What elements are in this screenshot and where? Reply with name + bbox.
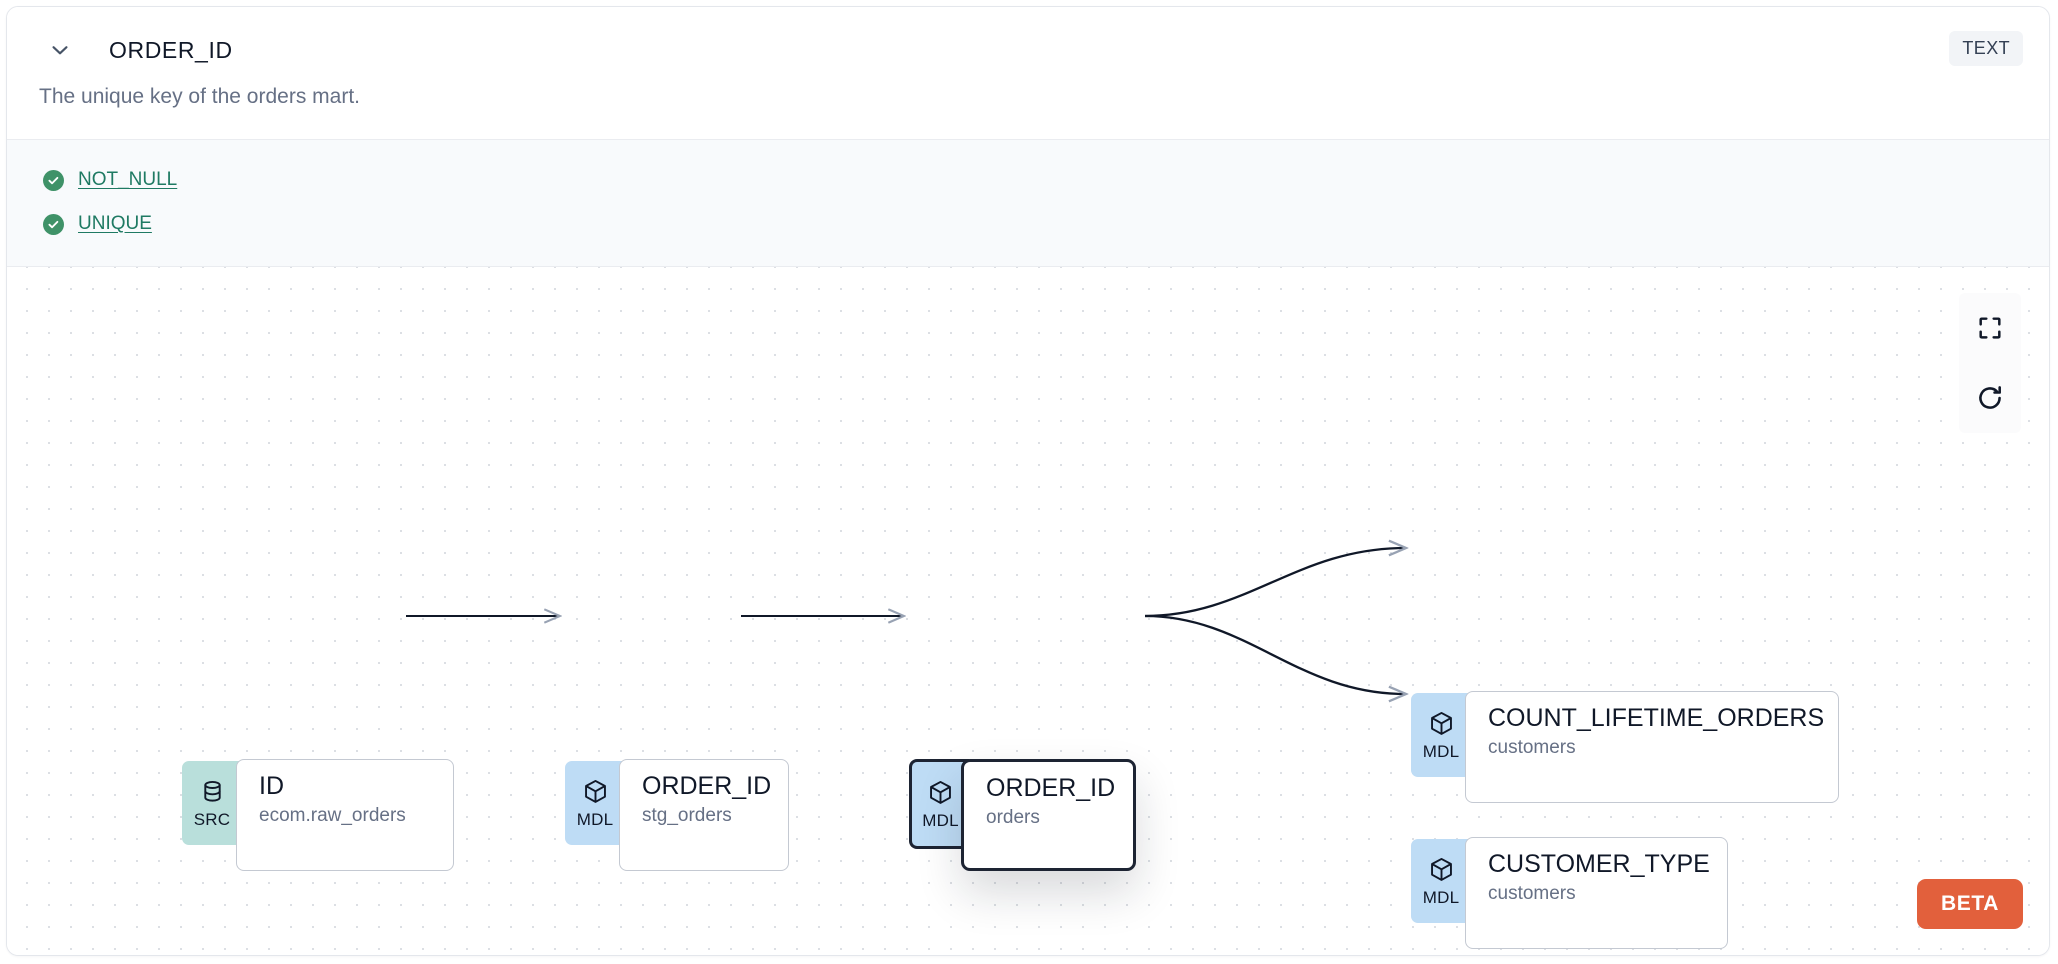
lineage-node-orders-selected[interactable]: MDL ORDER_ID orders: [909, 759, 1136, 871]
test-link-not-null[interactable]: NOT_NULL: [78, 169, 178, 190]
node-kind-label: MDL: [1422, 888, 1460, 907]
tests-section: NOT_NULL UNIQUE: [7, 139, 2049, 267]
page-title: ORDER_ID: [109, 36, 233, 63]
lineage-node-src-id[interactable]: SRC ID ecom.raw_orders: [182, 759, 454, 871]
lineage-node-customer-type[interactable]: MDL CUSTOMER_TYPE customers: [1411, 837, 1728, 949]
fit-view-button[interactable]: [1959, 293, 2021, 363]
test-row: NOT_NULL: [7, 158, 2049, 202]
check-circle-icon: [43, 169, 64, 191]
edge-orders-to-customer-type: [1144, 614, 1405, 694]
database-icon: [199, 778, 226, 810]
cube-icon: [582, 778, 609, 810]
node-table-name: customers: [1488, 736, 1576, 758]
test-row: UNIQUE: [7, 202, 2049, 246]
node-body: ORDER_ID orders: [961, 759, 1136, 871]
title-row: ORDER_ID: [43, 33, 233, 67]
node-kind-label: SRC: [193, 810, 231, 829]
node-body: ID ecom.raw_orders: [236, 759, 454, 871]
card-header: ORDER_ID The unique key of the orders ma…: [7, 7, 2049, 139]
cube-icon: [1428, 856, 1455, 888]
node-kind-badge: MDL: [1411, 693, 1471, 777]
node-table-name: orders: [986, 806, 1040, 828]
node-kind-badge: MDL: [909, 759, 969, 849]
node-table-name: customers: [1488, 882, 1576, 904]
node-column-name: ORDER_ID: [642, 772, 772, 800]
node-column-name: ORDER_ID: [986, 774, 1116, 802]
cube-icon: [1428, 710, 1455, 742]
refresh-icon: [1976, 384, 2004, 412]
lineage-node-stg-orders[interactable]: MDL ORDER_ID stg_orders: [565, 759, 789, 871]
data-type-badge: TEXT: [1949, 31, 2023, 66]
node-kind-badge: MDL: [1411, 839, 1471, 923]
reset-button[interactable]: [1959, 363, 2021, 433]
node-column-name: COUNT_LIFETIME_ORDERS: [1488, 704, 1825, 732]
chevron-down-icon[interactable]: [43, 33, 77, 67]
node-column-name: ID: [259, 772, 284, 800]
node-table-name: stg_orders: [642, 804, 732, 826]
column-detail-card: ORDER_ID The unique key of the orders ma…: [6, 6, 2050, 956]
fit-view-icon: [1977, 315, 2003, 341]
node-kind-label: MDL: [576, 810, 614, 829]
node-table-name: ecom.raw_orders: [259, 804, 406, 826]
node-body: CUSTOMER_TYPE customers: [1465, 837, 1728, 949]
node-body: ORDER_ID stg_orders: [619, 759, 789, 871]
graph-toolbar: [1959, 293, 2021, 433]
node-column-name: CUSTOMER_TYPE: [1488, 850, 1710, 878]
check-circle-icon: [43, 213, 64, 235]
cube-icon: [927, 779, 954, 811]
node-kind-badge: SRC: [182, 761, 242, 845]
edge-orders-to-count-lifetime-orders: [1144, 548, 1405, 618]
node-kind-label: MDL: [922, 811, 959, 830]
column-description: The unique key of the orders mart.: [39, 85, 360, 108]
node-body: COUNT_LIFETIME_ORDERS customers: [1465, 691, 1839, 803]
node-kind-label: MDL: [1422, 742, 1460, 761]
node-kind-badge: MDL: [565, 761, 625, 845]
beta-badge[interactable]: BETA: [1916, 879, 2023, 929]
lineage-graph-canvas[interactable]: SRC ID ecom.raw_orders: [7, 267, 2049, 955]
test-link-unique[interactable]: UNIQUE: [78, 213, 152, 234]
lineage-node-count-lifetime-orders[interactable]: MDL COUNT_LIFETIME_ORDERS customers: [1411, 691, 1839, 803]
